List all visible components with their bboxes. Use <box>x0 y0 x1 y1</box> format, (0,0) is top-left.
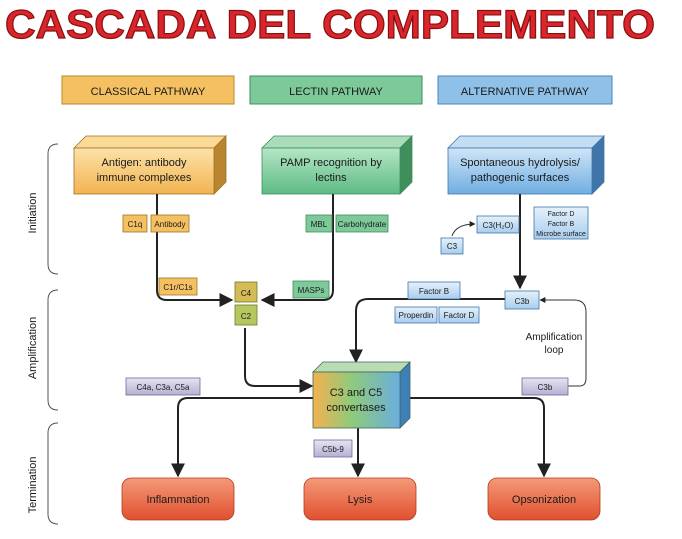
c2-label: C2 <box>241 312 252 321</box>
page-title: CASCADA DEL COMPLEMENTO <box>5 3 655 47</box>
amplification-loop-label-1: Amplification <box>526 332 583 343</box>
alternative-pathway-label: ALTERNATIVE PATHWAY <box>461 86 590 98</box>
convertase-to-inflammation-arrow <box>171 397 313 478</box>
alternative-pathway-header: ALTERNATIVE PATHWAY <box>437 75 613 105</box>
classical-initiator-line1: Antigen: antibody <box>101 157 187 169</box>
c1r-c1s-label: C1r/C1s <box>163 283 192 292</box>
properdin-label: Properdin <box>399 311 434 320</box>
c3h2o-label: C3(H₂O) <box>483 221 514 230</box>
c1q-label: C1q <box>128 220 143 229</box>
convertases-line2: convertases <box>326 402 386 414</box>
convertase-to-opsonization-arrow <box>400 397 551 478</box>
classical-pathway-label: CLASSICAL PATHWAY <box>91 86 206 98</box>
c3b-bottom-label: C3b <box>538 383 553 392</box>
inflammation-label: Inflammation <box>147 494 210 506</box>
amplification-loop-label-2: loop <box>545 345 564 356</box>
c5b-9-label: C5b-9 <box>322 445 344 454</box>
microbe-surface-label: Microbe surface <box>536 231 586 238</box>
c1r-c1s-tag: C1r/C1s <box>158 277 198 296</box>
mbl-tag: MBL <box>305 214 333 233</box>
lysis-outcome: Lysis <box>303 477 417 521</box>
stage-termination: Termination <box>27 457 39 514</box>
masps-tag: MASPs <box>292 280 330 299</box>
classical-to-c4-arrow <box>156 194 234 307</box>
c2-to-convertase-arrow <box>244 328 314 393</box>
factor-b-label: Factor B <box>548 221 575 228</box>
lectin-to-c4-arrow <box>260 194 334 307</box>
antibody-label: Antibody <box>154 220 185 229</box>
title-banner: CASCADA DEL COMPLEMENTO <box>4 2 655 47</box>
lysis-label: Lysis <box>348 494 373 506</box>
stage-brackets <box>47 143 59 525</box>
carbohydrate-tag: Carbohydrate <box>335 214 389 233</box>
classical-initiator-box: Antigen: antibody immune complexes <box>73 135 227 195</box>
properdin-tag: Properdin <box>394 306 438 324</box>
amplification-loop-arrow <box>539 297 587 387</box>
c2-tag: C2 <box>234 304 258 326</box>
c3b-top-tag: C3b <box>504 290 540 310</box>
classical-pathway-header: CLASSICAL PATHWAY <box>61 75 235 105</box>
anaphylatoxins-tag: C4a, C3a, C5a <box>125 377 201 396</box>
c1q-tag: C1q <box>122 214 148 233</box>
alternative-initiator-line2: pathogenic surfaces <box>471 172 570 184</box>
c4-label: C4 <box>241 289 252 298</box>
lectin-pathway-header: LECTIN PATHWAY <box>249 75 423 105</box>
carbohydrate-label: Carbohydrate <box>338 220 387 229</box>
c5b-9-tag: C5b-9 <box>313 439 353 458</box>
alternative-initiator-line1: Spontaneous hydrolysis/ <box>460 157 581 169</box>
stage-amplification: Amplification <box>27 317 39 379</box>
inflammation-outcome: Inflammation <box>121 477 235 521</box>
lectin-initiator-line1: PAMP recognition by <box>280 157 382 169</box>
c4-tag: C4 <box>234 281 258 303</box>
c3b-to-convertase-arrow <box>349 298 505 364</box>
stage-initiation: Initiation <box>27 193 39 234</box>
factor-b-tag: Factor B <box>407 281 461 300</box>
c3h2o-tag: C3(H₂O) <box>476 215 520 234</box>
c3-to-c3h2o-arrow <box>451 221 476 237</box>
alt-cofactors-tag: Factor D Factor B Microbe surface <box>533 206 589 240</box>
c3b-bottom-tag: C3b <box>521 377 569 396</box>
c3b-top-label: C3b <box>515 297 530 306</box>
c3-label: C3 <box>447 242 458 251</box>
lectin-pathway-label: LECTIN PATHWAY <box>289 86 383 98</box>
c3-tag: C3 <box>440 237 464 255</box>
pathway-arrows <box>156 194 551 478</box>
factor-b-2-label: Factor B <box>419 287 449 296</box>
classical-initiator-line2: immune complexes <box>97 172 192 184</box>
c3-c5-convertases-box: C3 and C5 convertases <box>312 361 411 429</box>
opsonization-outcome: Opsonization <box>487 477 601 521</box>
lectin-initiator-line2: lectins <box>315 172 347 184</box>
factor-d-tag: Factor D <box>438 306 480 324</box>
factor-d-2-label: Factor D <box>444 311 475 320</box>
antibody-tag: Antibody <box>150 214 190 233</box>
convertases-line1: C3 and C5 <box>330 387 383 399</box>
c4a-c3a-c5a-label: C4a, C3a, C5a <box>137 383 190 392</box>
factor-d-label: Factor D <box>548 211 575 218</box>
opsonization-label: Opsonization <box>512 494 576 506</box>
alternative-initiator-box: Spontaneous hydrolysis/ pathogenic surfa… <box>447 135 605 195</box>
mbl-label: MBL <box>311 220 328 229</box>
masps-label: MASPs <box>298 286 325 295</box>
lectin-initiator-box: PAMP recognition by lectins <box>261 135 413 195</box>
